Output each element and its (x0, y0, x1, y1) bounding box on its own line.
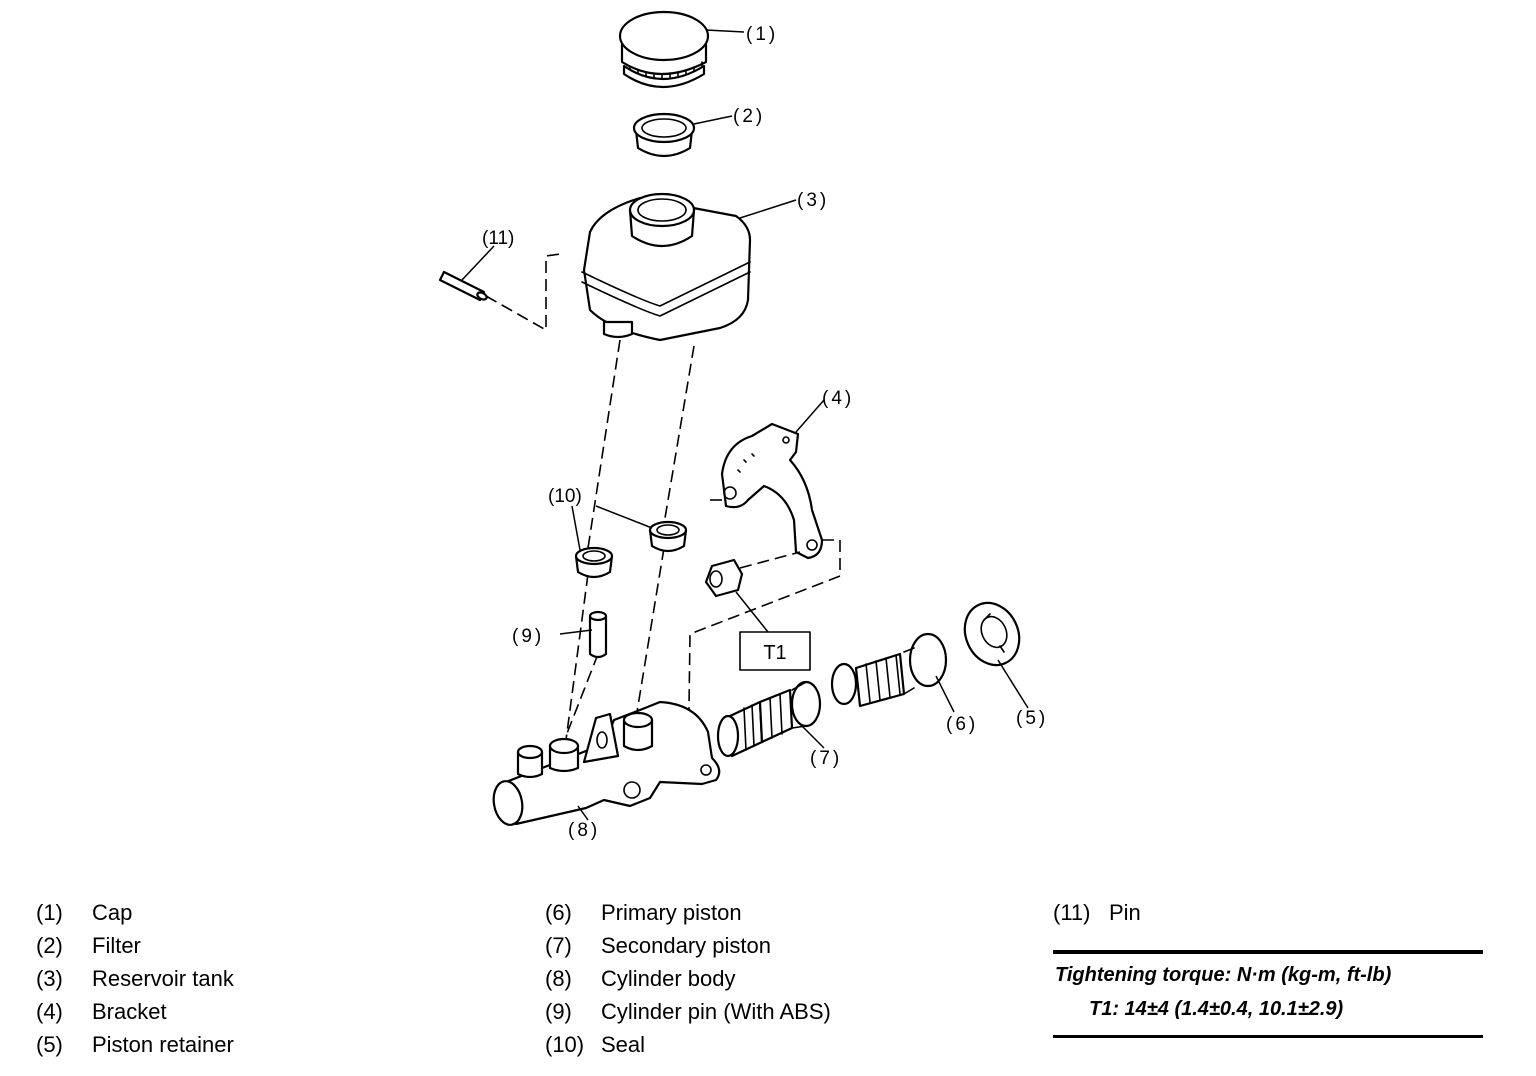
legend-column-1: (1) Cap (2) Filter (3) Reservoir tank (4… (36, 896, 234, 1061)
legend-label: Cylinder pin (With ABS) (601, 999, 831, 1024)
legend-item-cylinder-body: (8) Cylinder body (545, 962, 831, 995)
callout-5: (5) (1016, 708, 1048, 729)
legend-number: (9) (545, 999, 572, 1024)
legend-item-bracket: (4) Bracket (36, 995, 234, 1028)
callout-9: (9) (512, 626, 544, 647)
seal-part-left (574, 546, 614, 579)
legend-item-cap: (1) Cap (36, 896, 234, 929)
callout-8: (8) (568, 820, 600, 841)
legend-item-seal: (10) Seal (545, 1028, 831, 1061)
callout-11: (11) (482, 228, 514, 249)
legend-item-cylinder-pin: (9) Cylinder pin (With ABS) (545, 995, 831, 1028)
legend-label: Primary piston (601, 900, 742, 925)
legend-number: (5) (36, 1032, 63, 1057)
nut-part (704, 558, 744, 598)
legend-number: (3) (36, 966, 63, 991)
callout-3: (3) (797, 190, 829, 211)
legend-label: Piston retainer (92, 1032, 234, 1057)
t1-box (739, 631, 811, 671)
legend-label: Reservoir tank (92, 966, 234, 991)
pin-part (438, 270, 488, 302)
reservoir-tank-part (581, 192, 752, 342)
legend-number: (2) (36, 933, 63, 958)
legend-number: (11) (1053, 900, 1091, 925)
legend-label: Secondary piston (601, 933, 771, 958)
legend-label: Bracket (92, 999, 167, 1024)
legend-label: Filter (92, 933, 141, 958)
legend-column-3: (11) Pin (1053, 896, 1141, 929)
legend-label: Cap (92, 900, 133, 925)
legend-item-piston-retainer: (5) Piston retainer (36, 1028, 234, 1061)
cylinder-body-part (492, 700, 721, 826)
legend-label: Cylinder body (601, 966, 736, 991)
callout-10: (10) (548, 486, 582, 507)
legend-number: (4) (36, 999, 63, 1024)
torque-title: Tightening torque: N·m (kg-m, ft-lb) (1055, 964, 1392, 986)
legend-number: (6) (545, 900, 572, 925)
filter-part (632, 112, 696, 158)
t1-label: T1 (763, 642, 786, 664)
legend-number: (8) (545, 966, 572, 991)
legend-item-primary-piston: (6) Primary piston (545, 896, 831, 929)
seal-part-right (648, 520, 688, 553)
legend-label: Pin (1109, 900, 1141, 925)
legend-number: (7) (545, 933, 572, 958)
exploded-diagram: (1) (2) (3) (11) (4) (10) (9) (6) (5) (7… (438, 10, 1048, 841)
callout-7: (7) (810, 748, 842, 769)
legend-column-2: (6) Primary piston (7) Secondary piston … (545, 896, 831, 1061)
legend-label: Seal (601, 1032, 646, 1057)
secondary-piston-part (716, 680, 822, 758)
legend-item-reservoir-tank: (3) Reservoir tank (36, 962, 234, 995)
callout-1: (1) (746, 24, 778, 45)
legend-number: (1) (36, 900, 63, 925)
callout-2: (2) (733, 106, 765, 127)
callout-4: (4) (822, 388, 854, 409)
callout-6: (6) (946, 714, 978, 735)
torque-t1-value: T1: 14±4 (1.4±0.4, 10.1±2.9) (1089, 998, 1344, 1020)
bracket-part (720, 422, 824, 560)
primary-piston-part (830, 632, 948, 708)
legend-item-filter: (2) Filter (36, 929, 234, 962)
legend-item-pin: (11) Pin (1053, 896, 1141, 929)
piston-retainer-part (963, 601, 1021, 667)
cap-part (618, 10, 710, 89)
legend-item-secondary-piston: (7) Secondary piston (545, 929, 831, 962)
legend-number: (10) (545, 1032, 585, 1057)
cylinder-pin-part (588, 610, 608, 659)
torque-spec-box: Tightening torque: N·m (kg-m, ft-lb) T1:… (1053, 950, 1483, 1038)
